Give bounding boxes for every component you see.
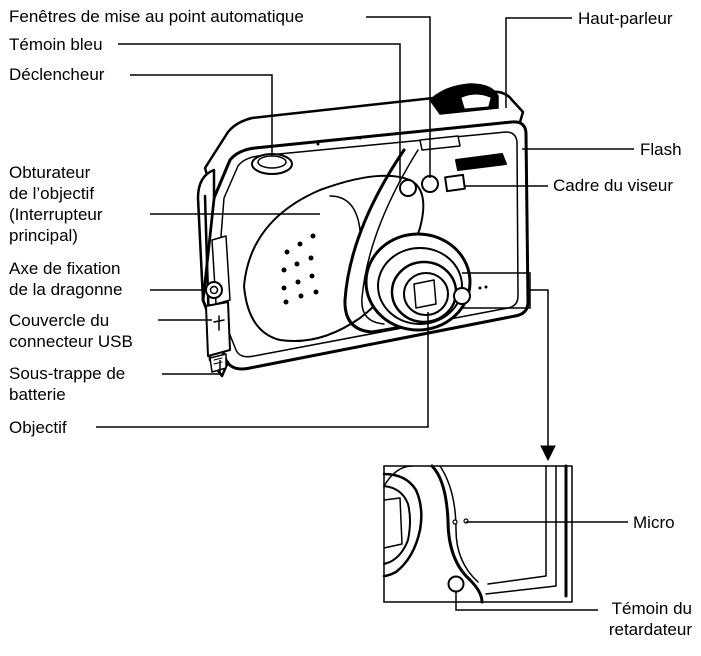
label-lens-cover-line4: principal) bbox=[9, 226, 78, 245]
label-self-timer-line2: retardateur bbox=[608, 620, 692, 639]
label-self-timer-line1: Témoin du bbox=[611, 599, 692, 618]
label-strap-holder-line1: Axe de fixation bbox=[9, 259, 121, 278]
label-blue-led: Témoin bleu bbox=[9, 35, 103, 54]
label-battery-cover-line2: batterie bbox=[9, 385, 66, 404]
arrow-head bbox=[540, 445, 556, 462]
label-viewfinder: Cadre du viseur bbox=[553, 176, 674, 195]
camera-illustration bbox=[196, 83, 530, 378]
label-shutter-button: Déclencheur bbox=[9, 65, 105, 84]
label-microphone: Micro bbox=[633, 513, 675, 532]
label-usb-cover: Couvercle du connecteur USB bbox=[9, 310, 133, 352]
label-flash: Flash bbox=[640, 140, 682, 159]
detail-inset bbox=[382, 464, 573, 604]
label-strap-holder-line2: de la dragonne bbox=[9, 280, 123, 299]
label-battery-cover-line1: Sous-trappe de bbox=[9, 364, 126, 383]
label-af-windows: Fenêtres de mise au point automatique bbox=[9, 7, 304, 26]
label-lens-cover: Obturateur de l’objectif (Interrupteur p… bbox=[9, 162, 103, 246]
label-battery-cover: Sous-trappe de batterie bbox=[9, 363, 125, 405]
label-lens: Objectif bbox=[9, 418, 67, 437]
label-lens-cover-line2: de l’objectif bbox=[9, 184, 95, 203]
label-strap-holder: Axe de fixation de la dragonne bbox=[9, 258, 122, 300]
label-speaker: Haut-parleur bbox=[578, 9, 673, 28]
label-self-timer: Témoin du retardateur bbox=[600, 598, 692, 640]
leader-lines bbox=[96, 16, 634, 611]
label-lens-cover-line3: (Interrupteur bbox=[9, 205, 103, 224]
label-usb-cover-line1: Couvercle du bbox=[9, 311, 110, 330]
label-lens-cover-line1: Obturateur bbox=[9, 163, 91, 182]
label-usb-cover-line2: connecteur USB bbox=[9, 332, 133, 351]
